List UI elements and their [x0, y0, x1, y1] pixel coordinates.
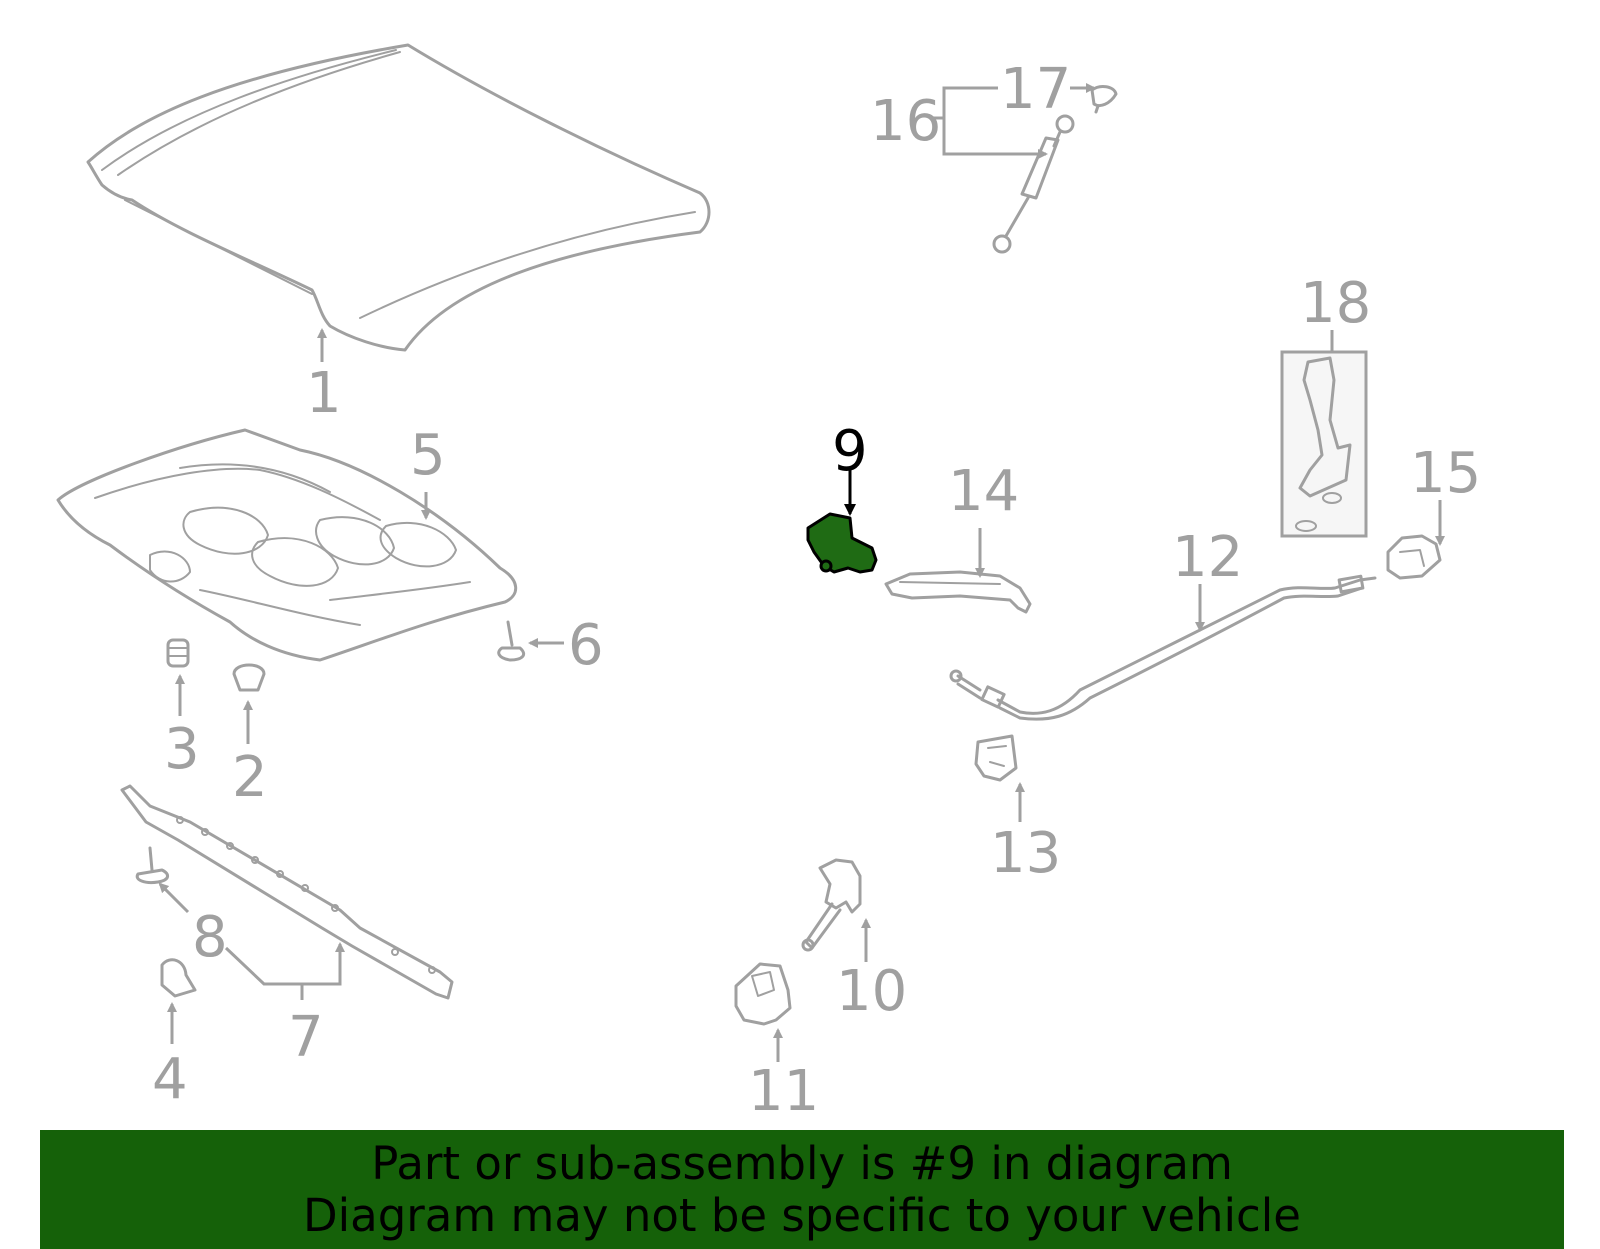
support-bracket-14[interactable] — [884, 570, 1032, 614]
callout-8: 8 — [192, 905, 228, 970]
banner-line-disclaimer: Diagram may not be specific to your vehi… — [303, 1188, 1301, 1242]
grommet-2[interactable] — [232, 663, 266, 692]
hood-seal-7[interactable] — [120, 784, 454, 1000]
callout-16: 16 — [870, 89, 941, 154]
callout-14: 14 — [948, 459, 1019, 524]
bracket-kit-18[interactable] — [1280, 350, 1368, 538]
callout-13: 13 — [990, 821, 1061, 886]
clip-3[interactable] — [166, 638, 190, 668]
release-handle-13[interactable] — [974, 734, 1018, 782]
hood-strut-16[interactable] — [992, 114, 1075, 254]
callout-4: 4 — [152, 1047, 188, 1112]
callout-18: 18 — [1300, 271, 1371, 336]
latch-15[interactable] — [1386, 534, 1442, 580]
hood-insulator[interactable] — [56, 428, 518, 662]
callout-1: 1 — [306, 361, 342, 426]
info-banner: Part or sub-assembly is #9 in diagram Di… — [40, 1130, 1564, 1249]
callout-numbers: 1 2 3 4 5 6 7 8 9 10 11 12 13 14 15 16 1… — [152, 57, 1481, 1124]
prop-rod-10[interactable] — [801, 858, 862, 952]
highlighted-part-9[interactable] — [806, 512, 878, 574]
callout-7: 7 — [288, 1005, 324, 1070]
retainer-4[interactable] — [160, 958, 197, 998]
hood-panel[interactable] — [86, 43, 711, 352]
callout-15: 15 — [1410, 441, 1481, 506]
callout-11: 11 — [748, 1059, 819, 1124]
callout-9: 9 — [832, 419, 868, 484]
clip-8[interactable] — [135, 846, 169, 884]
release-cable-12[interactable] — [949, 574, 1377, 721]
ball-stud-17[interactable] — [1090, 85, 1118, 114]
callout-10: 10 — [836, 959, 907, 1024]
callout-17: 17 — [1000, 57, 1071, 122]
callout-lines — [158, 83, 1445, 1062]
callout-12: 12 — [1172, 525, 1243, 590]
banner-line-part: Part or sub-assembly is #9 in diagram — [371, 1136, 1233, 1190]
callout-2: 2 — [232, 745, 268, 810]
callout-6: 6 — [568, 613, 604, 678]
latch-base-11[interactable] — [734, 962, 792, 1026]
callout-5: 5 — [410, 423, 446, 488]
push-pin-6[interactable] — [497, 620, 526, 662]
callout-3: 3 — [164, 717, 200, 782]
